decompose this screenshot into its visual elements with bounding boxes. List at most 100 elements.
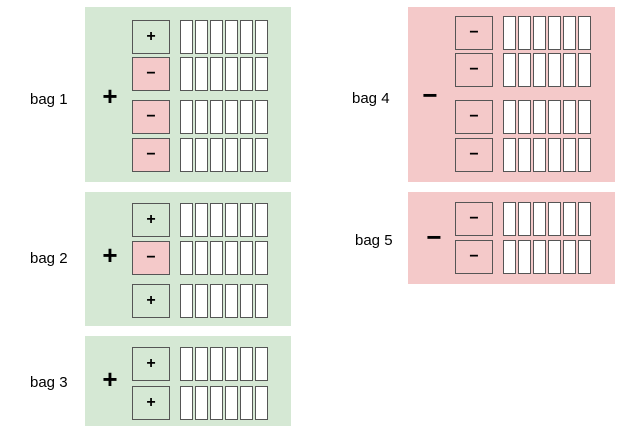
instance-label-box: − (455, 53, 493, 87)
feature-cell (503, 100, 516, 134)
feature-cell (210, 138, 223, 172)
feature-cell (195, 386, 208, 420)
feature-cell (518, 100, 531, 134)
feature-cell (240, 20, 253, 54)
feature-cell (195, 203, 208, 237)
feature-cell (255, 284, 268, 318)
feature-cell (210, 284, 223, 318)
bag-sign-5: − (426, 222, 442, 252)
feature-cell (533, 240, 546, 274)
feature-cell (240, 57, 253, 91)
feature-cell (533, 100, 546, 134)
instance-row: + (132, 203, 287, 239)
feature-cell (180, 284, 193, 318)
instance-label-box: − (132, 241, 170, 275)
instance-label-box: − (132, 100, 170, 134)
instance-row: − (132, 57, 287, 93)
feature-cell (255, 57, 268, 91)
feature-cell (548, 138, 561, 172)
feature-cell (548, 100, 561, 134)
feature-cell (195, 284, 208, 318)
feature-cell (518, 53, 531, 87)
instance-row: − (455, 240, 610, 276)
bag-label-3: bag 3 (30, 374, 68, 391)
feature-cell (548, 202, 561, 236)
feature-cell (578, 138, 591, 172)
instance-label-box: + (132, 386, 170, 420)
feature-cell (563, 16, 576, 50)
feature-cell (533, 16, 546, 50)
feature-cell (225, 386, 238, 420)
feature-cell (578, 53, 591, 87)
instance-row: − (455, 202, 610, 238)
feature-cell (180, 100, 193, 134)
feature-cell (503, 16, 516, 50)
feature-cell (255, 100, 268, 134)
instance-row: − (455, 53, 610, 89)
feature-cell (195, 20, 208, 54)
instance-row: − (132, 241, 287, 277)
bag-label-4: bag 4 (352, 90, 390, 107)
instance-label-box: + (132, 20, 170, 54)
instance-label-box: + (132, 203, 170, 237)
feature-cell (548, 240, 561, 274)
feature-cell (240, 100, 253, 134)
feature-cell (180, 241, 193, 275)
instance-row: + (132, 20, 287, 56)
instance-row: − (455, 100, 610, 136)
feature-cell (180, 203, 193, 237)
feature-cell (503, 202, 516, 236)
feature-cell (563, 138, 576, 172)
instance-row: − (132, 138, 287, 174)
feature-cell (240, 284, 253, 318)
feature-cell (563, 53, 576, 87)
feature-cell (225, 138, 238, 172)
feature-cell (533, 53, 546, 87)
feature-cell (563, 240, 576, 274)
feature-cell (240, 203, 253, 237)
feature-cell (240, 386, 253, 420)
bag-sign-1: + (102, 81, 118, 111)
feature-cell (195, 241, 208, 275)
feature-cell (225, 100, 238, 134)
bag-sign-4: − (422, 80, 438, 110)
feature-cell (210, 20, 223, 54)
feature-cell (225, 203, 238, 237)
instance-label-box: + (132, 347, 170, 381)
feature-cell (225, 347, 238, 381)
feature-cell (548, 53, 561, 87)
instance-row: − (455, 138, 610, 174)
bag-label-2: bag 2 (30, 250, 68, 267)
feature-cell (518, 202, 531, 236)
feature-cell (255, 203, 268, 237)
feature-cell (533, 138, 546, 172)
feature-cell (255, 386, 268, 420)
feature-cell (180, 347, 193, 381)
feature-cell (180, 57, 193, 91)
instance-label-box: − (132, 57, 170, 91)
instance-row: − (132, 100, 287, 136)
feature-cell (255, 241, 268, 275)
feature-cell (255, 138, 268, 172)
instance-label-box: + (132, 284, 170, 318)
instance-label-box: − (455, 138, 493, 172)
feature-cell (563, 202, 576, 236)
bag-label-1: bag 1 (30, 91, 68, 108)
feature-cell (503, 240, 516, 274)
feature-cell (240, 241, 253, 275)
feature-cell (563, 100, 576, 134)
feature-cell (210, 57, 223, 91)
feature-cell (578, 100, 591, 134)
instance-row: + (132, 284, 287, 320)
feature-cell (180, 20, 193, 54)
feature-cell (195, 100, 208, 134)
feature-cell (578, 202, 591, 236)
feature-cell (210, 100, 223, 134)
feature-cell (225, 20, 238, 54)
feature-cell (255, 20, 268, 54)
feature-cell (503, 53, 516, 87)
instance-label-box: − (455, 16, 493, 50)
feature-cell (518, 240, 531, 274)
feature-cell (225, 241, 238, 275)
feature-cell (210, 241, 223, 275)
